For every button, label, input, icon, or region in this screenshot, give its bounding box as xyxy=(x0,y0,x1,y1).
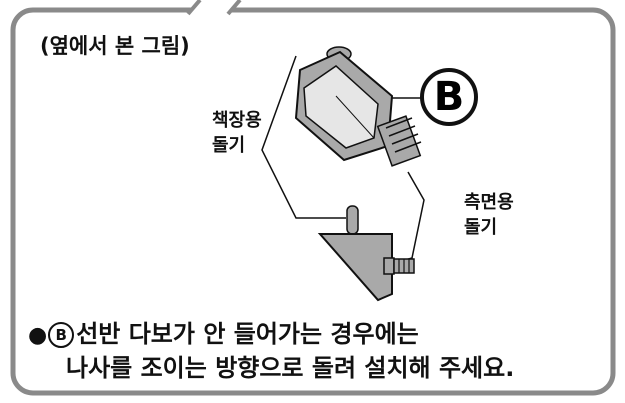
side-pin-post xyxy=(346,205,359,235)
bullet-icon: ● xyxy=(28,323,48,348)
side-support-lip xyxy=(383,257,395,275)
side-pin-part xyxy=(317,205,415,302)
shelf-pin-part xyxy=(294,46,422,167)
side-pin-label-line1: 측면용 xyxy=(464,192,514,213)
shelf-pin-label-line1: 책장용 xyxy=(212,110,262,131)
marker-b-badge: B xyxy=(420,68,478,126)
circled-b-icon: B xyxy=(48,322,75,348)
frame-gap xyxy=(188,0,240,14)
bracket-crease xyxy=(335,95,375,139)
instruction-line-2: 나사를 조이는 방향으로 돌려 설치해 주세요. xyxy=(66,354,515,382)
leader-line-shelf xyxy=(261,55,346,219)
figure-title: (옆에서 본 그림) xyxy=(40,34,190,58)
side-screw xyxy=(393,258,415,274)
side-pin-label-line2: 돌기 xyxy=(464,217,498,238)
frame-gap-edge-right xyxy=(226,0,242,16)
side-support-body xyxy=(317,233,393,302)
frame-gap-edge-left xyxy=(186,0,202,16)
instruction-line-1-text: 선반 다보가 안 들어가는 경우에는 xyxy=(76,320,419,348)
shelf-pin-label-line2: 돌기 xyxy=(212,135,246,156)
screw-thread xyxy=(376,115,422,167)
